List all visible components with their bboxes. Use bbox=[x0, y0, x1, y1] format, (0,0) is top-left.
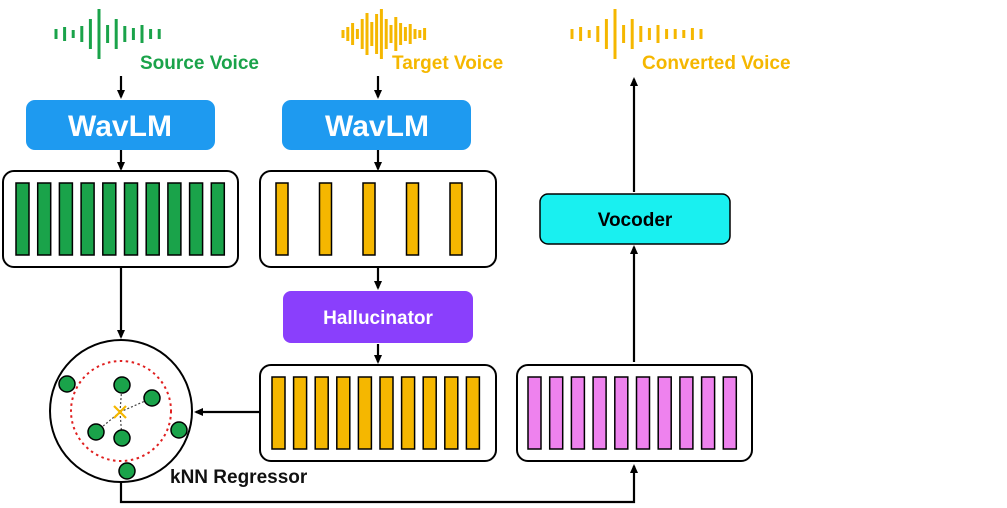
feature-bar bbox=[722, 376, 738, 450]
feature-bar bbox=[405, 182, 420, 256]
feature-bar bbox=[422, 376, 437, 450]
wavlm-block-target: WavLM bbox=[282, 100, 471, 150]
feature-bar bbox=[292, 376, 308, 450]
feature-bar bbox=[36, 182, 52, 256]
feature-bar bbox=[444, 376, 459, 450]
feature-bar bbox=[275, 182, 289, 256]
hallucinator-box bbox=[283, 291, 473, 343]
source-waveform-icon bbox=[54, 9, 161, 59]
knn-query-cross-icon bbox=[113, 405, 127, 419]
feature-bar bbox=[592, 376, 607, 450]
knn-regressor: kNN Regressor bbox=[49, 339, 308, 488]
vocoder-label: Vocoder bbox=[598, 210, 673, 231]
feature-bar bbox=[188, 182, 204, 256]
feature-bar bbox=[570, 376, 586, 450]
arrow-knn-to-converted bbox=[119, 464, 638, 504]
feature-bar bbox=[210, 182, 226, 256]
knn-point bbox=[143, 389, 161, 407]
feature-bar bbox=[465, 376, 481, 450]
target-feature-bars bbox=[275, 182, 463, 256]
wavlm-block-source: WavLM bbox=[26, 100, 215, 150]
flow-arrows bbox=[117, 76, 638, 504]
feature-bar bbox=[15, 182, 30, 256]
hallucinated-feature-bars bbox=[271, 376, 481, 450]
wavlm-box bbox=[26, 100, 215, 150]
source-voice-label: Source Voice bbox=[140, 53, 259, 74]
feature-bar bbox=[318, 182, 333, 256]
converted-voice-label: Converted Voice bbox=[642, 53, 791, 74]
target-voice-label: Target Voice bbox=[392, 53, 503, 74]
feature-bar bbox=[379, 376, 394, 450]
source-feature-bars bbox=[15, 182, 226, 256]
feature-bar bbox=[80, 182, 95, 256]
feature-bar bbox=[657, 376, 672, 450]
knn-points bbox=[58, 375, 188, 480]
feature-bar bbox=[357, 376, 373, 450]
feature-bar bbox=[548, 376, 564, 450]
knn-point bbox=[118, 462, 136, 480]
knn-neighborhood-circle bbox=[70, 360, 172, 462]
knn-point bbox=[87, 423, 105, 441]
converted-feature-bars bbox=[527, 376, 738, 450]
feature-bar bbox=[679, 376, 694, 450]
feature-bar bbox=[362, 182, 376, 256]
vocoder-block: Vocoder bbox=[539, 193, 731, 245]
feature-bar bbox=[167, 182, 182, 256]
converted-waveform-icon bbox=[570, 9, 703, 59]
feature-bar bbox=[58, 182, 74, 256]
feature-bar bbox=[635, 376, 651, 450]
knn-point bbox=[113, 376, 131, 394]
feature-bar bbox=[449, 182, 463, 256]
feature-bar bbox=[123, 182, 139, 256]
knn-point bbox=[58, 375, 76, 393]
vocoder-box bbox=[539, 193, 731, 245]
wavlm-label: WavLM bbox=[68, 110, 172, 143]
knn-point bbox=[170, 421, 188, 439]
knn-point bbox=[113, 429, 131, 447]
target-waveform-icon bbox=[341, 9, 427, 59]
wavlm-label: WavLM bbox=[325, 110, 429, 143]
feature-bar bbox=[400, 376, 416, 450]
wavlm-box bbox=[282, 100, 471, 150]
feature-bar bbox=[145, 182, 160, 256]
hallucinator-block: Hallucinator bbox=[283, 291, 473, 343]
feature-bar bbox=[527, 376, 542, 450]
feature-bar bbox=[700, 376, 716, 450]
feature-bar bbox=[271, 376, 286, 450]
knn-regressor-label: kNN Regressor bbox=[170, 467, 308, 488]
feature-bar bbox=[614, 376, 629, 450]
feature-bar bbox=[336, 376, 351, 450]
hallucinator-label: Hallucinator bbox=[323, 308, 433, 329]
feature-bar bbox=[102, 182, 117, 256]
feature-bar bbox=[314, 376, 329, 450]
